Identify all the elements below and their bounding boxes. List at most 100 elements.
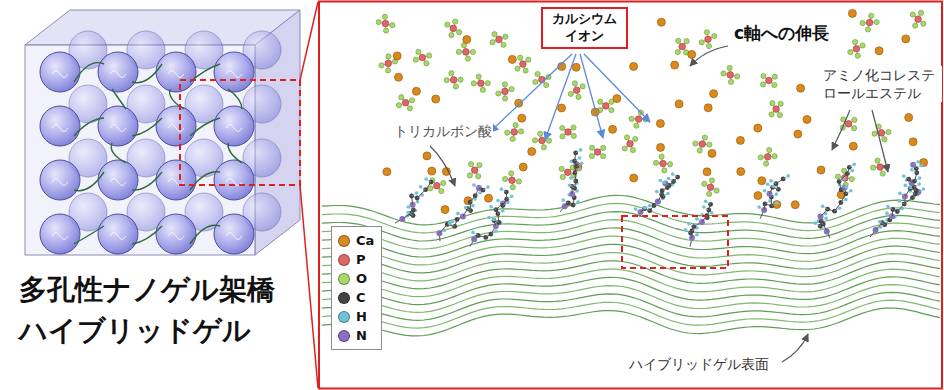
oxygen-atom bbox=[533, 79, 538, 84]
oxygen-atom bbox=[860, 21, 865, 26]
phosphate-cluster bbox=[835, 168, 854, 187]
calcium-ion bbox=[704, 104, 712, 112]
oxygen-atom bbox=[518, 55, 523, 60]
legend-swatch bbox=[338, 292, 350, 304]
oxygen-atom bbox=[712, 34, 717, 39]
crosslink bbox=[111, 143, 126, 163]
calcium-ion bbox=[803, 116, 811, 124]
calcium-ion bbox=[817, 166, 825, 174]
oxygen-atom bbox=[702, 181, 707, 186]
oxygen-atom bbox=[516, 179, 521, 184]
phosphorus-atom bbox=[382, 20, 389, 27]
calcium-ion bbox=[558, 104, 566, 112]
oxygen-atom bbox=[707, 142, 712, 147]
nitrogen-atom bbox=[471, 236, 477, 242]
oxygen-atom bbox=[523, 68, 528, 73]
calcium-ion bbox=[393, 52, 401, 60]
calcium-ion bbox=[791, 201, 799, 209]
oxygen-atom bbox=[882, 137, 887, 142]
phosphate-cluster bbox=[503, 171, 522, 190]
phosphate-cluster bbox=[910, 10, 926, 28]
hydrogen-atom bbox=[416, 200, 420, 204]
carbon-atom bbox=[708, 202, 713, 207]
oxygen-atom bbox=[384, 28, 389, 33]
oxygen-atom bbox=[874, 20, 879, 25]
oxygen-atom bbox=[576, 94, 581, 99]
oxygen-atom bbox=[501, 42, 506, 47]
hydrogen-atom bbox=[464, 206, 468, 210]
leader-arrow bbox=[430, 146, 455, 186]
hydrogen-atom bbox=[775, 201, 779, 205]
phosphorus-atom bbox=[866, 19, 873, 26]
hydrogen-atom bbox=[666, 192, 670, 196]
hydrogen-atom bbox=[579, 148, 583, 152]
hydrogen-atom bbox=[667, 177, 671, 181]
phosphorus-atom bbox=[539, 137, 546, 144]
oxygen-atom bbox=[449, 71, 454, 76]
hydrogen-atom bbox=[501, 209, 505, 213]
phosphorus-atom bbox=[471, 167, 478, 174]
hydrogen-atom bbox=[824, 216, 828, 220]
phosphate-cluster bbox=[758, 147, 777, 166]
phosphorus-atom bbox=[764, 154, 771, 161]
oxygen-atom bbox=[772, 74, 777, 79]
phosphate-cluster bbox=[589, 145, 606, 159]
organic-molecule bbox=[898, 160, 923, 204]
oxygen-atom bbox=[772, 82, 777, 87]
phosphorus-atom bbox=[463, 49, 470, 56]
molecule-label: アミノ化コレステ ロールエステル bbox=[822, 66, 942, 102]
cube-front bbox=[25, 45, 255, 255]
oxygen-atom bbox=[707, 191, 712, 196]
zoom-box bbox=[180, 80, 300, 185]
carbon-atom bbox=[847, 165, 852, 170]
hydrogen-atom bbox=[580, 161, 584, 165]
oxygen-atom bbox=[849, 177, 854, 182]
sphere-detail bbox=[226, 125, 242, 132]
oxygen-atom bbox=[449, 33, 454, 38]
oxygen-atom bbox=[871, 165, 876, 170]
organic-molecule bbox=[813, 163, 856, 239]
gel-layer bbox=[322, 228, 940, 257]
phosphate-cluster bbox=[702, 178, 719, 197]
phosphate-cluster bbox=[699, 30, 717, 49]
oxygen-atom bbox=[778, 101, 783, 106]
oxygen-atom bbox=[427, 53, 432, 58]
calcium-ion bbox=[441, 206, 449, 214]
oxygen-atom bbox=[659, 154, 664, 159]
nanogel-sphere bbox=[40, 52, 80, 92]
hydrogen-atom bbox=[821, 204, 825, 208]
calcium-ion bbox=[675, 100, 683, 108]
oxygen-atom bbox=[589, 145, 594, 150]
oxygen-atom bbox=[439, 189, 444, 194]
sphere-detail bbox=[226, 233, 242, 240]
organic-molecule bbox=[870, 187, 925, 237]
legend-text: P bbox=[356, 252, 366, 267]
oxygen-atom bbox=[469, 162, 474, 167]
phosphorus-atom bbox=[450, 77, 457, 84]
oxygen-atom bbox=[910, 12, 915, 17]
organic-molecule bbox=[436, 183, 489, 241]
oxygen-atom bbox=[855, 53, 860, 58]
oxygen-atom bbox=[767, 147, 772, 152]
hydrogen-atom bbox=[695, 233, 699, 237]
oxygen-atom bbox=[709, 178, 714, 183]
hydrogen-atom bbox=[568, 184, 572, 188]
oxygen-atom bbox=[538, 131, 543, 136]
hydrogen-atom bbox=[671, 172, 675, 176]
calcium-ion bbox=[849, 142, 857, 150]
phosphorus-atom bbox=[478, 80, 485, 87]
calcium-ion bbox=[432, 95, 440, 103]
hydrogen-atom bbox=[922, 187, 926, 191]
oxygen-atom bbox=[390, 23, 395, 28]
hydrogen-atom bbox=[684, 228, 688, 232]
hydrogen-atom bbox=[662, 181, 666, 185]
sphere-detail bbox=[110, 179, 126, 186]
hydrogen-atom bbox=[813, 221, 817, 225]
ion-arrows bbox=[490, 54, 650, 140]
calcium-ion bbox=[905, 114, 913, 122]
calcium-ion bbox=[657, 143, 665, 151]
phosphate-cluster bbox=[560, 125, 577, 139]
ion-arrow bbox=[490, 54, 572, 132]
nanogel-sphere bbox=[156, 52, 196, 92]
oxygen-atom bbox=[728, 79, 733, 84]
